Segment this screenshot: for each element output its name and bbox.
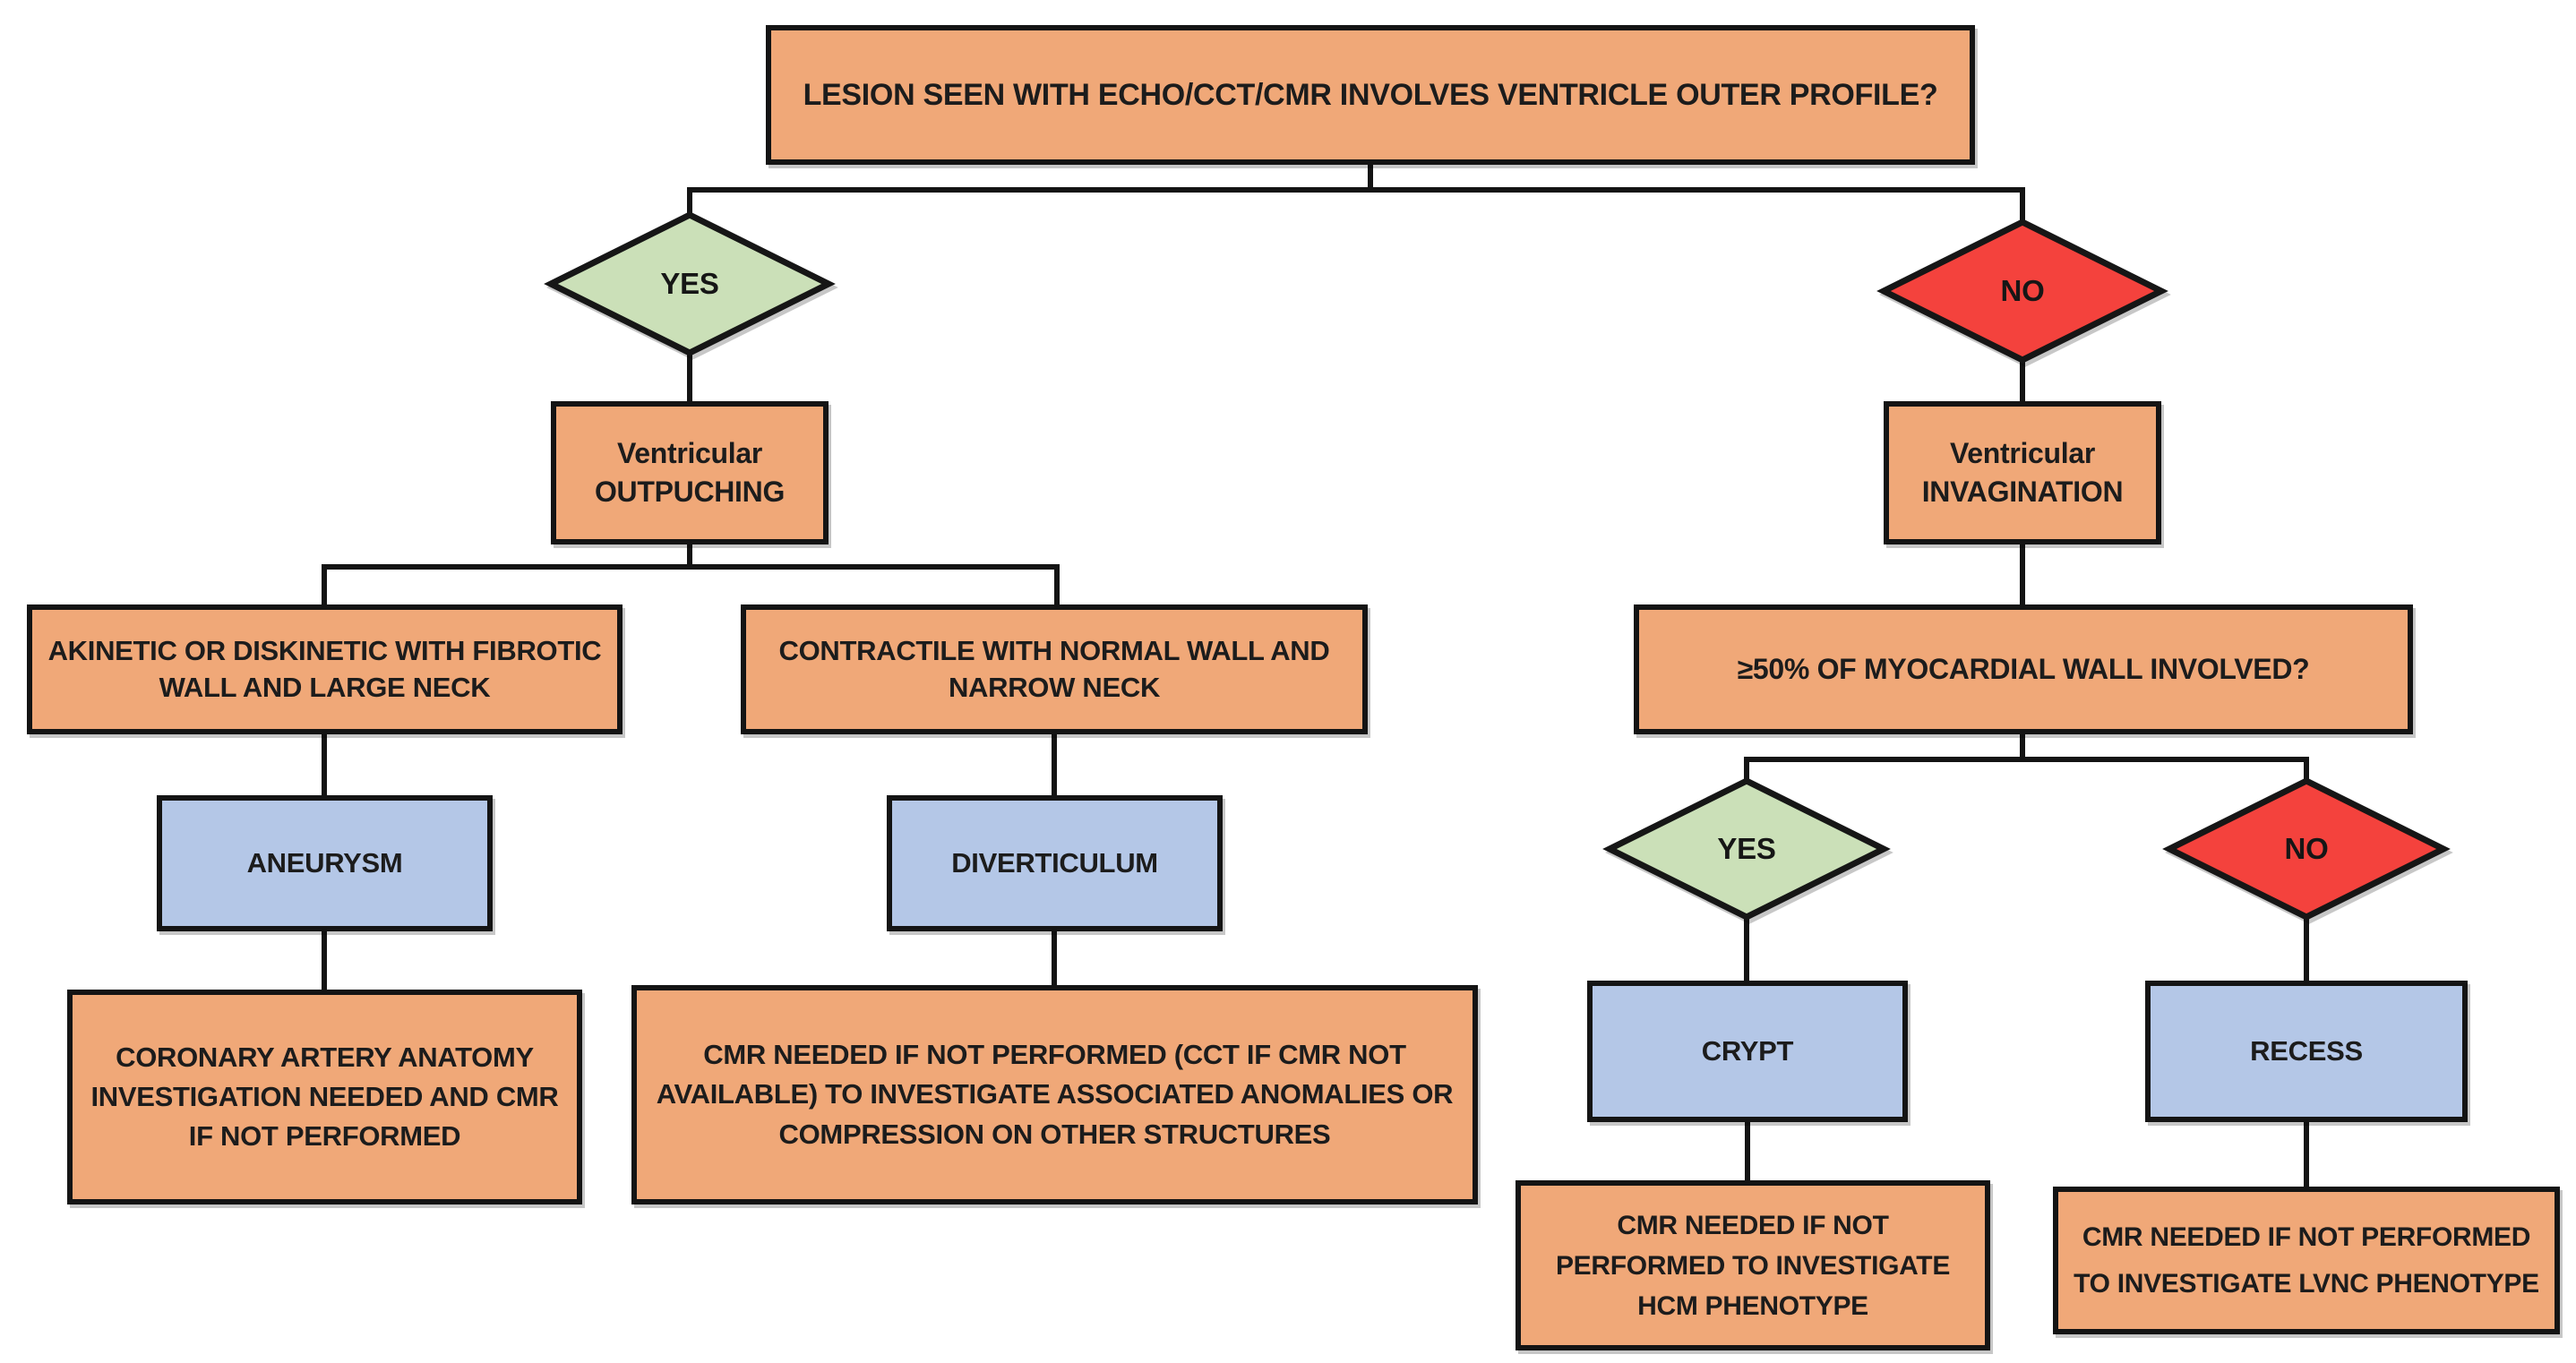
- node-label: LESION SEEN WITH ECHO/CCT/CMR INVOLVES V…: [803, 77, 1938, 112]
- node-crypt: CRYPT: [1587, 981, 1908, 1122]
- decision-diamond-yes-right: [1602, 777, 1891, 921]
- node-recess: RECESS: [2145, 981, 2468, 1122]
- decision-label-text: YES: [660, 267, 719, 300]
- node-label: CRYPT: [1701, 1035, 1794, 1067]
- node-label: CORONARY ARTERY ANATOMY INVESTIGATION NE…: [90, 1041, 559, 1152]
- node-cmr-diverticulum-recommendation: CMR NEEDED IF NOT PERFORMED (CCT IF CMR …: [631, 985, 1478, 1204]
- decision-diamond-no-top: [1876, 219, 2168, 364]
- node-ventricular-invagination: Ventricular INVAGINATION: [1884, 401, 2161, 544]
- node-contractile-criteria: CONTRACTILE WITH NORMAL WALL AND NARROW …: [741, 604, 1368, 734]
- decision-diamond-yes-left: [544, 211, 836, 356]
- node-myocardial-wall-question: ≥50% OF MYOCARDIAL WALL INVOLVED?: [1634, 604, 2413, 734]
- decision-label-yes-left: YES: [551, 215, 829, 353]
- node-label: DIVERTICULUM: [951, 847, 1158, 879]
- decision-label-no-top: NO: [1884, 222, 2161, 360]
- decision-label-no-bottom: NO: [2169, 781, 2443, 917]
- node-coronary-recommendation: CORONARY ARTERY ANATOMY INVESTIGATION NE…: [67, 990, 582, 1204]
- decision-diamond-no-bottom: [2162, 777, 2451, 921]
- decision-label-text: YES: [1717, 832, 1776, 865]
- node-label: RECESS: [2250, 1035, 2363, 1067]
- node-ventricular-outpouching: Ventricular OUTPUCHING: [551, 401, 829, 544]
- node-label: ANEURYSM: [246, 847, 403, 879]
- node-label: CMR NEEDED IF NOT PERFORMED TO INVESTIGA…: [2074, 1222, 2539, 1299]
- decision-label-yes-right: YES: [1610, 781, 1884, 917]
- node-label: ≥50% OF MYOCARDIAL WALL INVOLVED?: [1737, 653, 2310, 685]
- decision-label-text: NO: [2000, 274, 2045, 307]
- decision-label-text: NO: [2284, 832, 2329, 865]
- node-cmr-hcm-recommendation: CMR NEEDED IF NOT PERFORMED TO INVESTIGA…: [1516, 1180, 1990, 1350]
- node-label: CONTRACTILE WITH NORMAL WALL AND NARROW …: [778, 635, 1330, 703]
- node-label: Ventricular OUTPUCHING: [594, 436, 786, 508]
- node-cmr-lvnc-recommendation: CMR NEEDED IF NOT PERFORMED TO INVESTIGA…: [2053, 1187, 2560, 1334]
- node-label: Ventricular INVAGINATION: [1921, 436, 2124, 508]
- node-diverticulum: DIVERTICULUM: [887, 795, 1223, 931]
- node-label: CMR NEEDED IF NOT PERFORMED (CCT IF CMR …: [656, 1039, 1454, 1150]
- node-akinetic-criteria: AKINETIC OR DISKINETIC WITH FIBROTIC WAL…: [27, 604, 623, 734]
- node-label: AKINETIC OR DISKINETIC WITH FIBROTIC WAL…: [47, 635, 602, 703]
- node-root-question: LESION SEEN WITH ECHO/CCT/CMR INVOLVES V…: [766, 25, 1975, 165]
- node-aneurysm: ANEURYSM: [157, 795, 493, 931]
- node-label: CMR NEEDED IF NOT PERFORMED TO INVESTIGA…: [1555, 1210, 1951, 1321]
